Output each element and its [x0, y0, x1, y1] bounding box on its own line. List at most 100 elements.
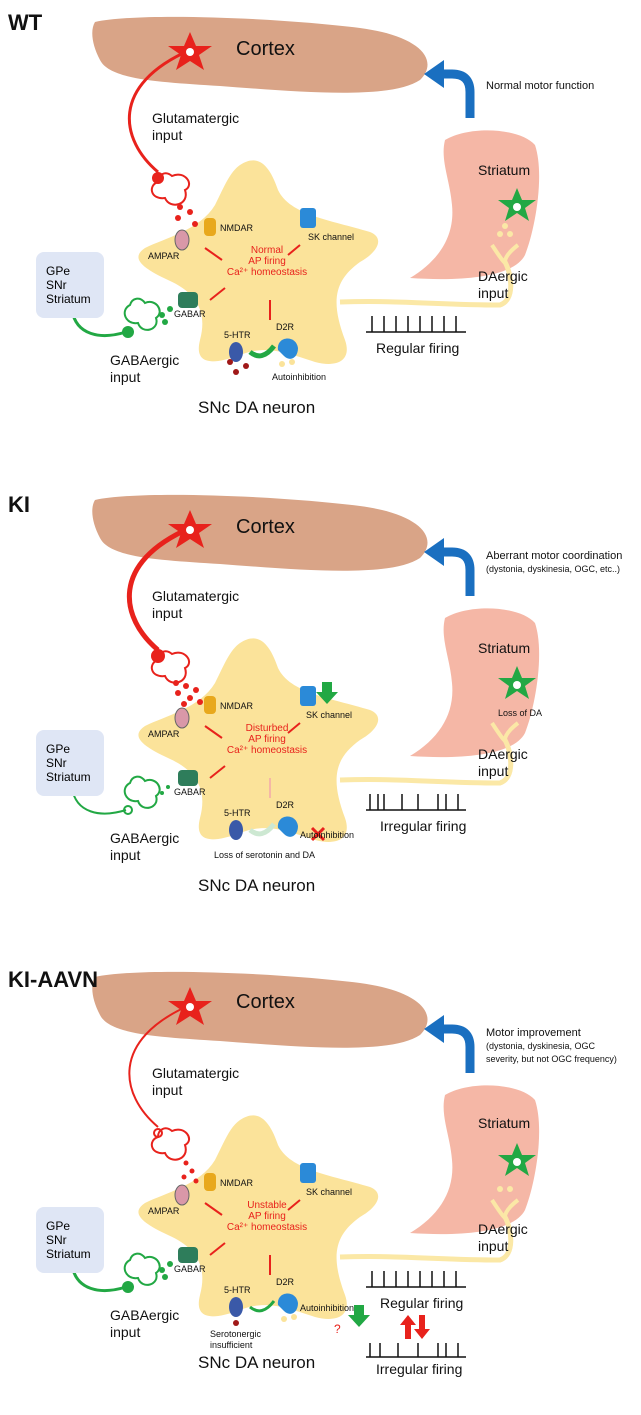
input-gpe: GPe — [46, 742, 71, 756]
motor-outcome-text: Aberrant motor coordination(dystonia, dy… — [486, 550, 623, 574]
htr-icon — [229, 820, 243, 840]
glutamatergic-axon — [126, 525, 192, 652]
motor-arrow — [440, 547, 475, 596]
input-gpe: GPe — [46, 1219, 71, 1233]
cortex-label: Cortex — [236, 516, 295, 538]
sk-channel-icon — [300, 1163, 316, 1183]
htr-label: 5-HTR — [224, 330, 251, 340]
ampar-label: AMPAR — [148, 729, 180, 739]
gabar-icon — [178, 292, 198, 308]
irregular-firing-trace — [366, 1343, 466, 1358]
input-striatum: Striatum — [46, 292, 91, 306]
bottom-note: Loss of serotonin and DA — [214, 850, 316, 860]
cortex-shape — [92, 494, 428, 571]
serotonin-da-link — [249, 1300, 276, 1313]
autoinhibition-label: Autoinhibition — [272, 372, 327, 382]
glutamate-terminal — [150, 172, 191, 206]
d2r-label: D2R — [276, 800, 295, 810]
ampar-label: AMPAR — [148, 1206, 180, 1216]
motor-outcome-text: Normal motor function — [486, 80, 595, 92]
gaba-terminal — [123, 297, 161, 331]
motor-arrow — [440, 1024, 475, 1073]
striatum-shape — [410, 1085, 540, 1235]
irregular-firing-trace — [366, 794, 466, 811]
input-striatum: Striatum — [46, 1247, 91, 1261]
nmdar-label: NMDAR — [220, 223, 253, 233]
sk-channel-label: SK channel — [306, 1187, 353, 1197]
htr-icon — [229, 1297, 243, 1317]
regular-firing-trace — [366, 316, 466, 333]
gaba-terminal — [123, 1252, 161, 1286]
ampar-icon — [174, 707, 190, 729]
neuron-soma — [138, 160, 379, 364]
nmdar-icon — [204, 218, 216, 236]
gabar-icon — [178, 1247, 198, 1263]
motor-arrow — [440, 69, 475, 118]
cortex-shape — [92, 16, 428, 93]
down-arrow-icon — [316, 682, 338, 704]
neuron-title: SNc DA neuron — [198, 398, 316, 417]
autoinhibition-label: Autoinhibition — [300, 830, 355, 840]
neuron-soma — [138, 1115, 379, 1319]
firing-label: Irregular firing — [380, 818, 467, 834]
striatum-label: Striatum — [478, 640, 531, 656]
glutamate-terminal — [150, 650, 191, 684]
da-axon — [339, 1215, 514, 1263]
d2r-icon — [277, 816, 298, 837]
nmdar-icon — [204, 696, 216, 714]
glutamatergic-axon — [127, 48, 191, 174]
loss-of-da-label: Loss of DA — [498, 708, 543, 718]
sk-channel-label: SK channel — [306, 710, 353, 720]
da-axon — [339, 260, 514, 308]
down-arrow-icon — [348, 1305, 370, 1327]
firing-label-top: Regular firing — [380, 1295, 464, 1311]
htr-label: 5-HTR — [224, 1285, 251, 1295]
striatum-shape — [410, 130, 540, 280]
sk-channel-icon — [300, 686, 316, 706]
ampar-icon — [174, 229, 190, 251]
striatum-label: Striatum — [478, 162, 531, 178]
panel-label: KI — [8, 492, 30, 517]
panel-diagram — [70, 971, 540, 1358]
d2r-icon — [277, 338, 298, 359]
input-snr: SNr — [46, 756, 67, 770]
motor-outcome-text: Motor improvement(dystonia, dyskinesia, … — [486, 1027, 617, 1064]
da-axon — [339, 738, 514, 786]
firing-label: Regular firing — [376, 340, 460, 356]
blocked-x-icon — [310, 826, 326, 842]
striatum-shape — [410, 608, 540, 758]
sk-channel-icon — [300, 208, 316, 228]
gabar-label: GABAR — [174, 787, 206, 797]
neuron-soma — [138, 638, 379, 842]
input-gpe: GPe — [46, 264, 71, 278]
gaba-terminal — [123, 775, 161, 809]
regular-firing-trace — [366, 1271, 466, 1288]
d2r-label: D2R — [276, 322, 295, 332]
gabar-icon — [178, 770, 198, 786]
cortex-shape — [92, 971, 428, 1048]
htr-label: 5-HTR — [224, 808, 251, 818]
neuron-title: SNc DA neuron — [198, 876, 316, 895]
gabar-label: GABAR — [174, 309, 206, 319]
input-snr: SNr — [46, 1233, 67, 1247]
d2r-label: D2R — [276, 1277, 295, 1287]
firing-label-bottom: Irregular firing — [376, 1361, 463, 1377]
panel-label: KI-AAVN — [8, 967, 99, 992]
nmdar-label: NMDAR — [220, 1178, 253, 1188]
input-striatum: Striatum — [46, 770, 91, 784]
serotonin-da-link — [248, 344, 276, 359]
